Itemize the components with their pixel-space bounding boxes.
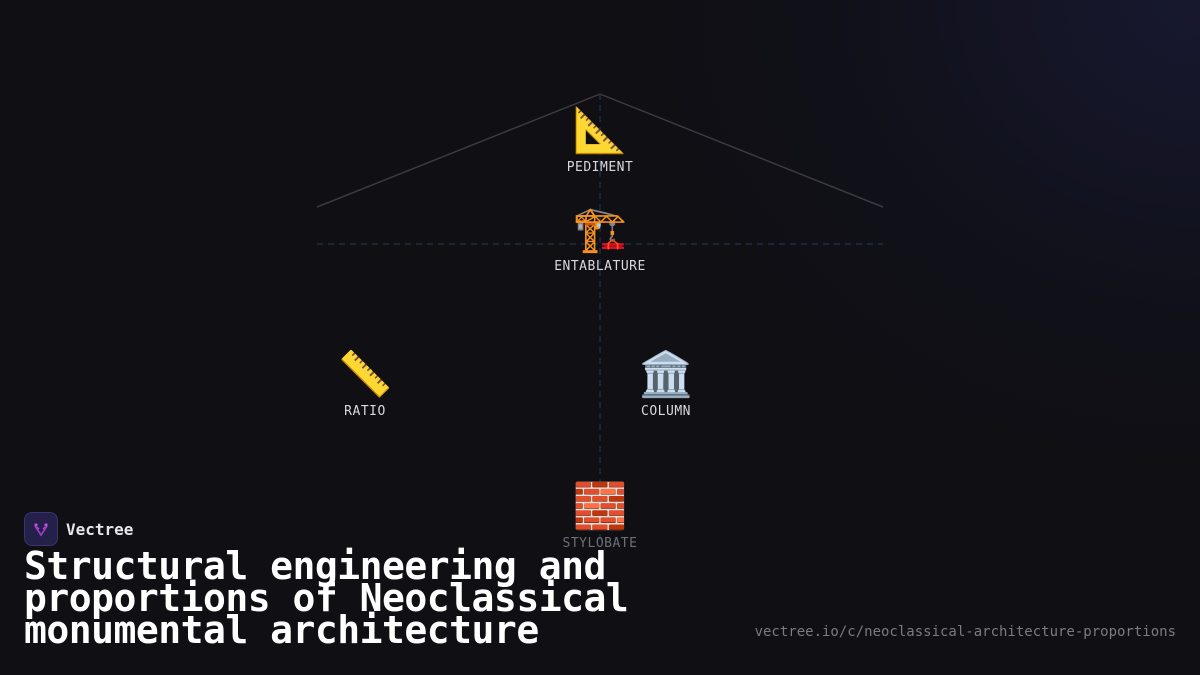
node-stylobate[interactable]: 🧱 STYLOBATE	[562, 481, 638, 552]
triangular-ruler-icon: 📐	[572, 105, 628, 156]
node-ratio[interactable]: 📏 RATIO	[337, 349, 393, 420]
node-column[interactable]: 🏛️ COLUMN	[638, 349, 694, 420]
node-label: ENTABLATURE	[554, 259, 646, 274]
brand-name: Vectree	[66, 519, 134, 539]
node-label: STYLOBATE	[562, 536, 638, 551]
crane-icon: 🏗️	[572, 204, 628, 255]
node-label: COLUMN	[641, 404, 691, 419]
brand[interactable]: Vectree	[24, 512, 133, 546]
brick-icon: 🧱	[572, 481, 628, 532]
node-label: PEDIMENT	[566, 160, 634, 175]
page-title: Structural engineering and proportions o…	[24, 544, 629, 652]
node-pediment[interactable]: 📐 PEDIMENT	[566, 105, 634, 176]
node-entablature[interactable]: 🏗️ ENTABLATURE	[554, 204, 646, 275]
straight-ruler-icon: 📏	[337, 349, 393, 400]
node-label: RATIO	[344, 404, 386, 419]
vectree-logo-icon	[24, 512, 58, 546]
source-url[interactable]: vectree.io/c/neoclassical-architecture-p…	[754, 624, 1176, 640]
classical-building-icon: 🏛️	[638, 349, 694, 400]
